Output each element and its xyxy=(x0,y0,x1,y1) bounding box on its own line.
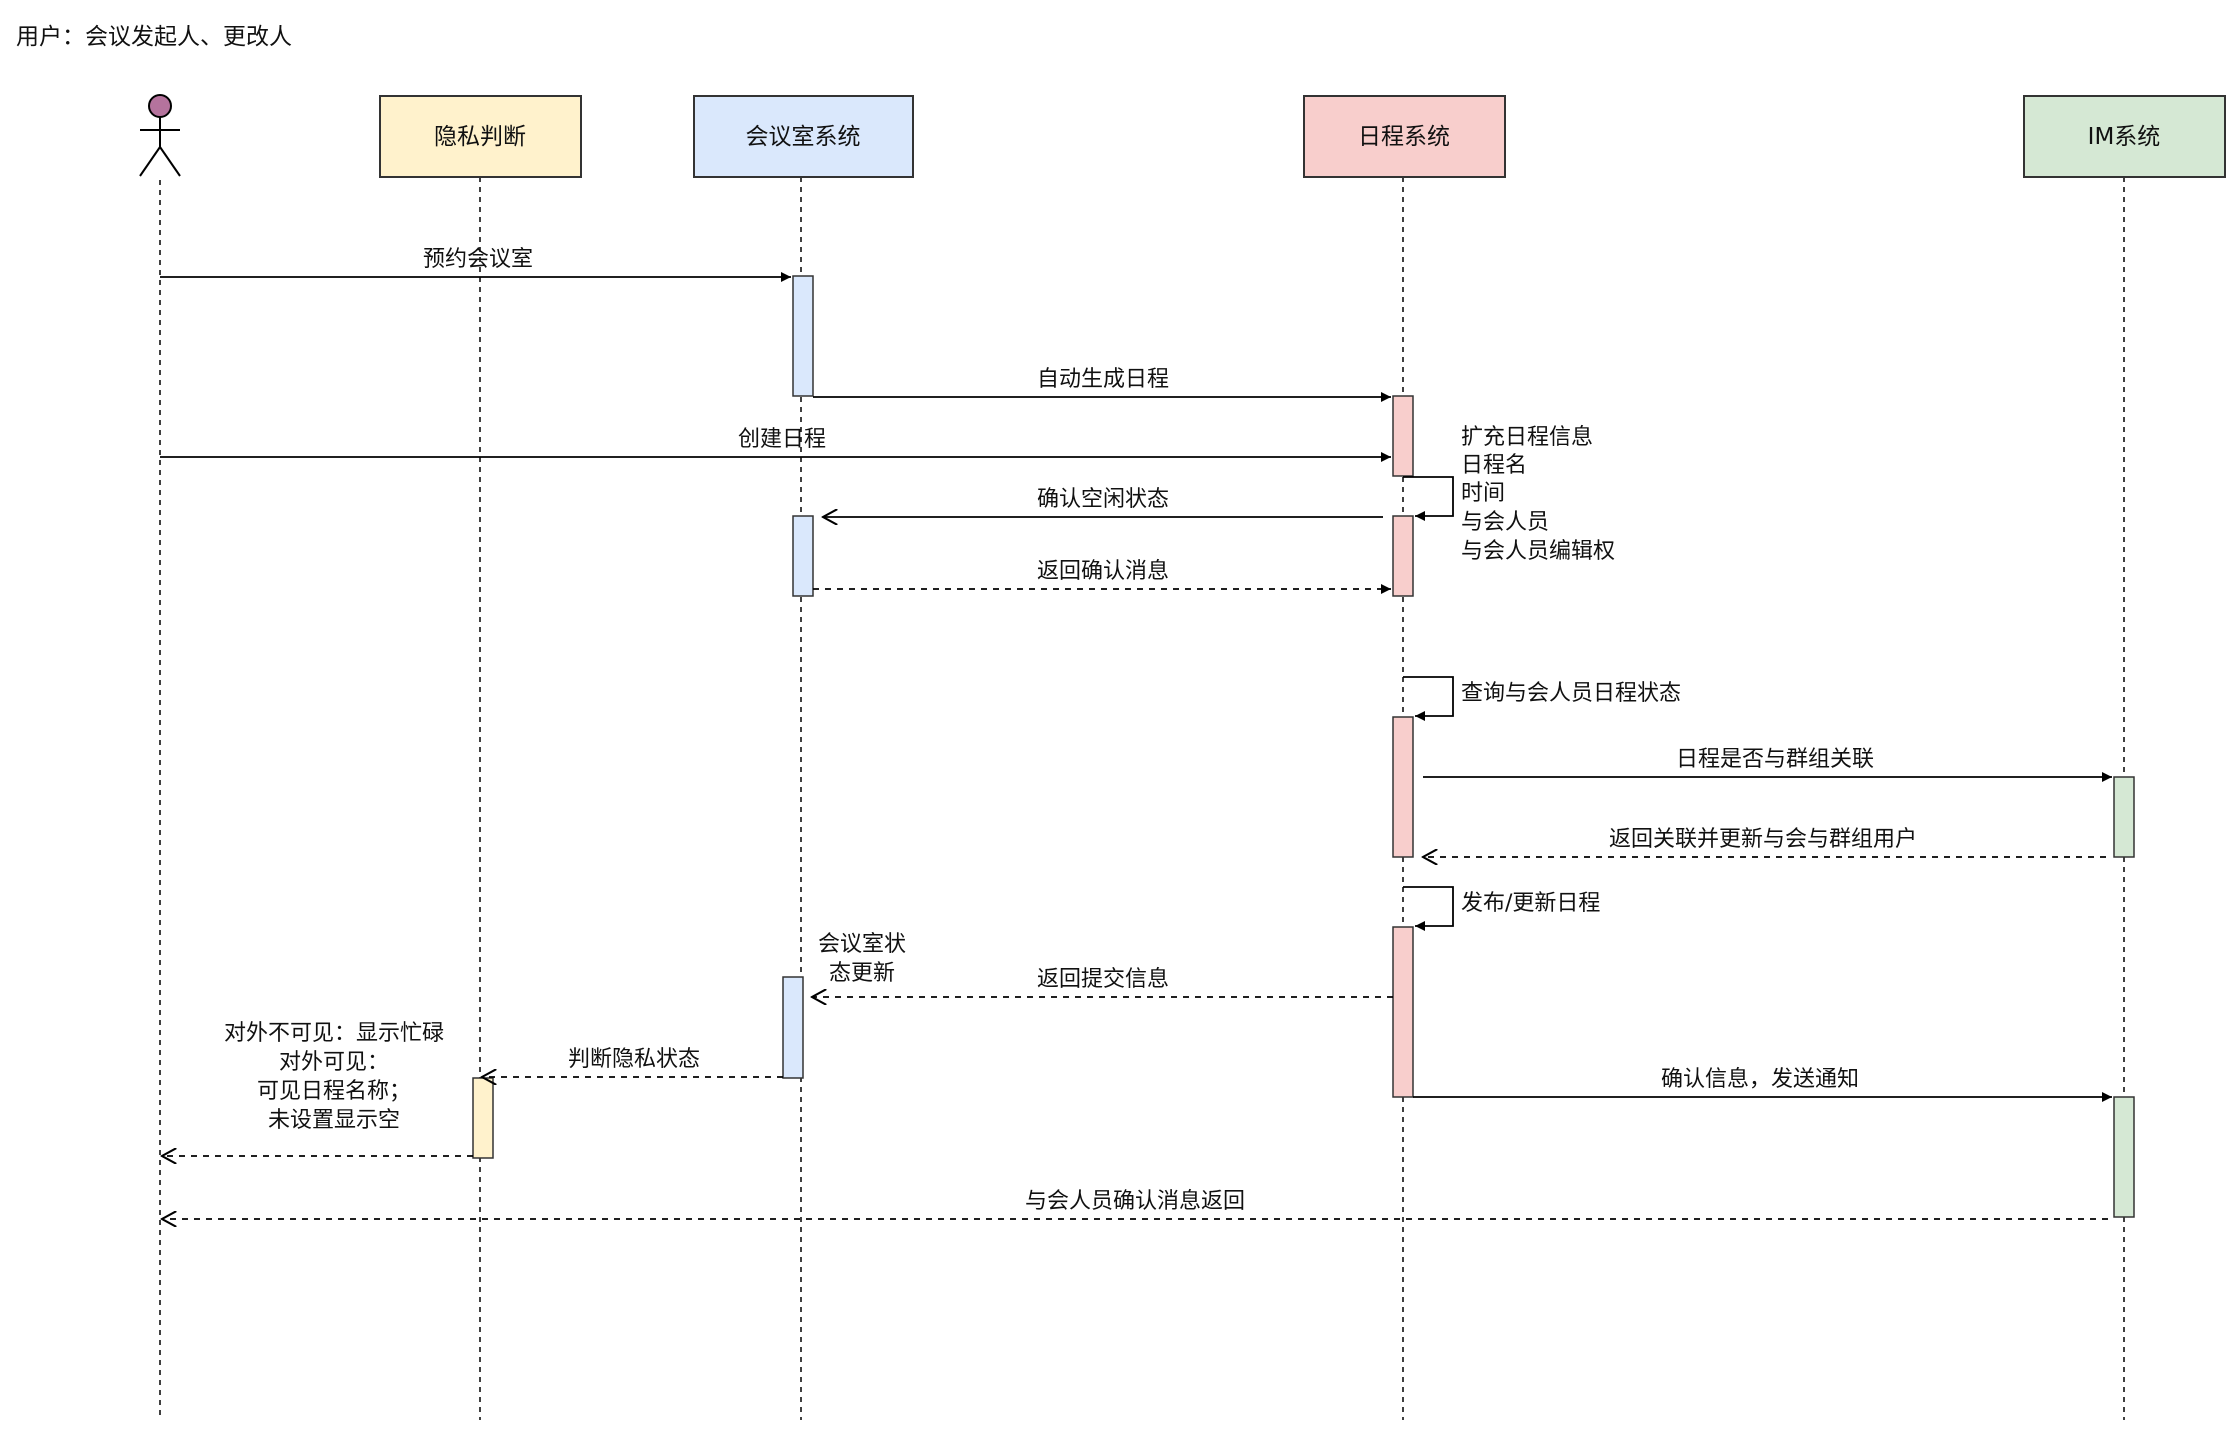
schedule-activation-4 xyxy=(1392,926,1414,1098)
note-line: 对外不可见：显示忙碌 xyxy=(224,1021,444,1046)
schedule-activation-1 xyxy=(1392,395,1414,477)
msg-group-return-label: 返回关联并更新与会与群组用户 xyxy=(1609,827,1917,852)
msg-return-confirm-label: 返回确认消息 xyxy=(1037,559,1169,584)
room-activation-1 xyxy=(792,275,814,397)
privacy-header-label: 隐私判断 xyxy=(434,124,526,150)
privacy-rules-note: 对外不可见：显示忙碌 对外可见： 可见日程名称； 未设置显示空 xyxy=(224,1021,444,1133)
room-activation-2 xyxy=(792,515,814,597)
msg-submit-return-label: 返回提交信息 xyxy=(1037,967,1169,992)
self-call-expand-line xyxy=(1403,476,1454,521)
note-line: 会议室状 xyxy=(818,932,906,957)
schedule-header-label: 日程系统 xyxy=(1358,124,1450,150)
self-call-query-line xyxy=(1403,676,1454,721)
privacy-header-box xyxy=(379,95,582,178)
msg-group-check-label: 日程是否与群组关联 xyxy=(1676,747,1874,772)
note-line: 态更新 xyxy=(829,961,895,986)
participant-privacy: 隐私判断 xyxy=(379,95,582,178)
msg-create-schedule-label: 创建日程 xyxy=(738,427,826,452)
self-call-lines xyxy=(1403,476,1454,931)
room-activation-3 xyxy=(782,976,804,1079)
participant-room: 会议室系统 xyxy=(693,95,914,178)
lifelines xyxy=(159,177,2125,1420)
im-activation-2 xyxy=(2113,1096,2135,1218)
note-line: 未设置显示空 xyxy=(268,1108,400,1133)
msg-reserve-room-label: 预约会议室 xyxy=(423,247,533,272)
note-line: 与会人员 xyxy=(1461,510,1549,535)
msg-privacy-check-label: 判断隐私状态 xyxy=(568,1047,700,1072)
note-line: 与会人员编辑权 xyxy=(1461,539,1615,564)
schedule-activation-2 xyxy=(1392,515,1414,597)
note-line: 时间 xyxy=(1461,481,1505,506)
self-call-query-label: 查询与会人员日程状态 xyxy=(1461,681,1681,706)
schedule-activation-3 xyxy=(1392,716,1414,858)
note-line: 对外可见： xyxy=(279,1050,389,1075)
privacy-activation-1 xyxy=(472,1077,494,1159)
schedule-header-box xyxy=(1303,95,1506,178)
self-call-publish-line xyxy=(1403,886,1454,931)
room-status-note: 会议室状 态更新 xyxy=(818,932,906,986)
participant-im: IM系统 xyxy=(2023,95,2226,178)
actor-head xyxy=(148,94,172,118)
room-header-label: 会议室系统 xyxy=(746,124,861,150)
participant-schedule: 日程系统 xyxy=(1303,95,1506,178)
im-header-box xyxy=(2023,95,2226,178)
message-lines xyxy=(160,272,2112,1219)
note-line: 可见日程名称； xyxy=(257,1079,411,1104)
msg-auto-schedule-label: 自动生成日程 xyxy=(1037,367,1169,392)
im-header-label: IM系统 xyxy=(2088,124,2161,150)
im-activation-1 xyxy=(2113,776,2135,858)
user-actor xyxy=(139,94,181,177)
diagram-caption: 用户：会议发起人、更改人 xyxy=(16,24,292,50)
msg-confirm-free-label: 确认空闲状态 xyxy=(1037,487,1169,512)
activations xyxy=(472,275,2135,1218)
message-labels: 预约会议室 自动生成日程 创建日程 确认空闲状态 返回确认消息 日程是否与群组关… xyxy=(423,247,1917,1214)
note-line: 日程名 xyxy=(1461,453,1527,478)
self-call-publish-label: 发布/更新日程 xyxy=(1461,891,1600,916)
room-header-box xyxy=(693,95,914,178)
msg-attendee-return-label: 与会人员确认消息返回 xyxy=(1025,1189,1245,1214)
self-call-labels: 扩充日程信息 查询与会人员日程状态 发布/更新日程 xyxy=(1461,425,1681,916)
schedule-info-note: 日程名 时间 与会人员 与会人员编辑权 xyxy=(1461,453,1615,564)
self-call-expand-label: 扩充日程信息 xyxy=(1461,425,1593,450)
msg-notify-label: 确认信息，发送通知 xyxy=(1661,1067,1859,1092)
